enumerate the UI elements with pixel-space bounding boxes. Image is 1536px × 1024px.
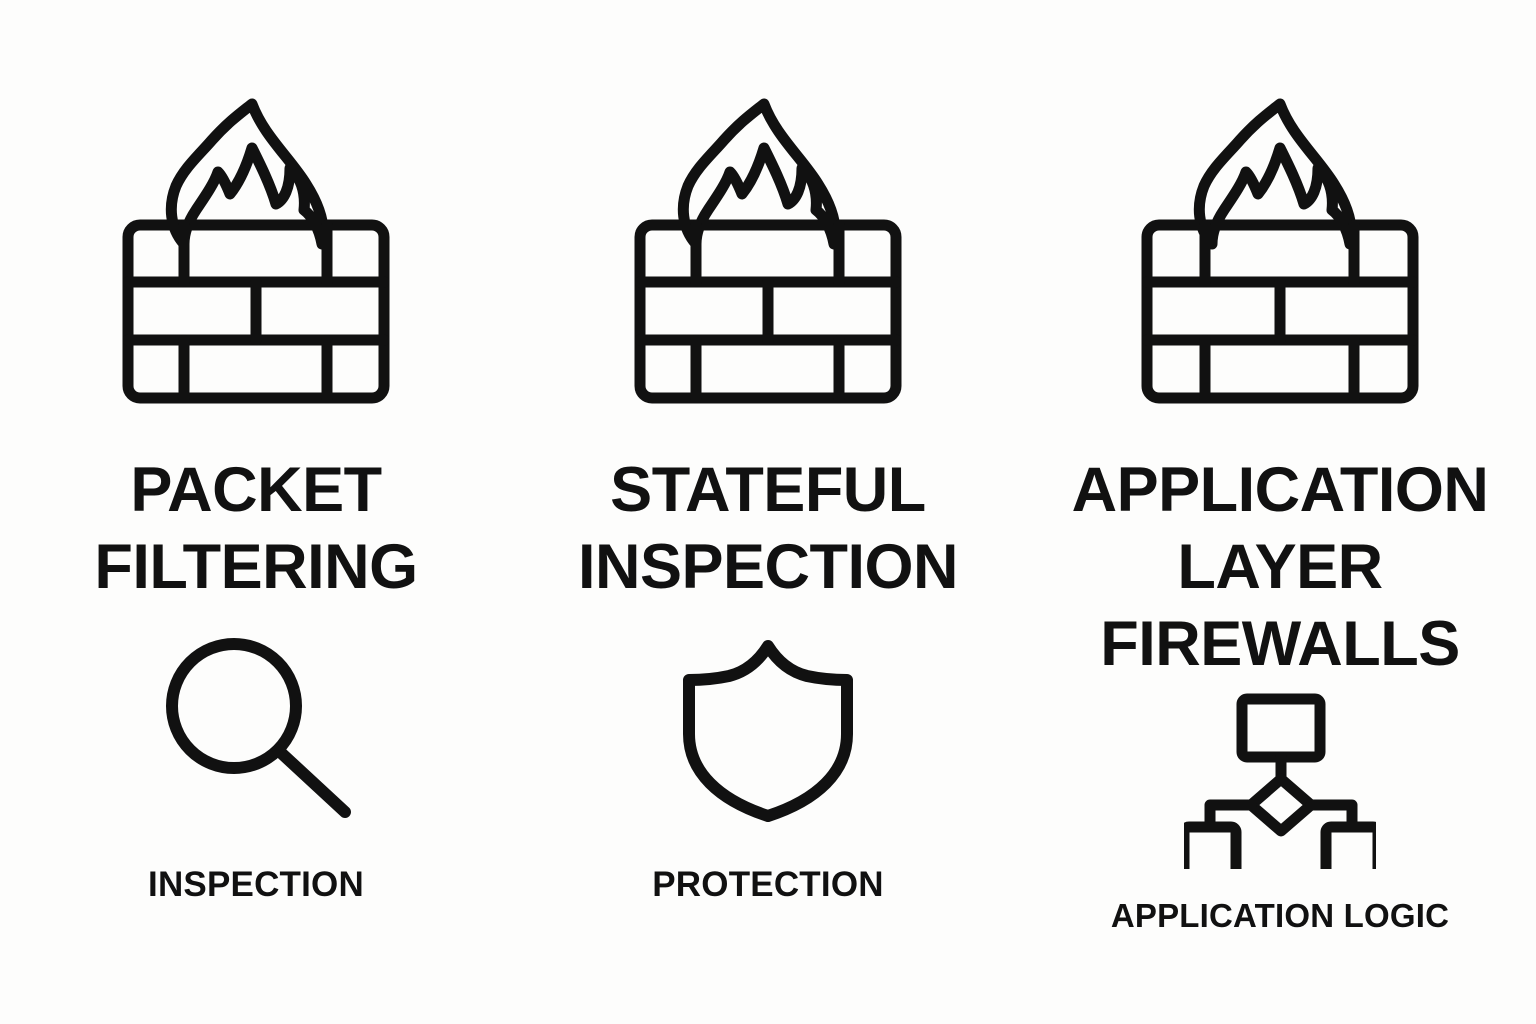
column-title-stateful-inspection: STATEFUL INSPECTION — [577, 455, 959, 602]
caption-application-logic: APPLICATION LOGIC — [1110, 897, 1450, 934]
shield-icon — [683, 640, 853, 822]
column-packet-filtering: PACKET FILTERING INSPECTION — [0, 0, 512, 1024]
column-title-application-layer-firewalls: APPLICATION LAYER FIREWALLS — [1071, 455, 1489, 679]
column-title-packet-filtering: PACKET FILTERING — [94, 455, 418, 602]
flowchart-hierarchy-icon — [1184, 693, 1376, 869]
caption-protection: PROTECTION — [652, 865, 884, 904]
sub-icon-container — [156, 632, 356, 822]
firewall-brick-wall-flame-icon — [122, 98, 390, 404]
column-stateful-inspection: STATEFUL INSPECTION PROTECTION — [512, 0, 1024, 1024]
caption-inspection: INSPECTION — [148, 865, 364, 904]
firewall-brick-wall-flame-icon — [634, 98, 902, 404]
column-application-layer-firewalls: APPLICATION LAYER FIREWALLS — [1024, 0, 1536, 1024]
sub-icon-container — [675, 638, 861, 822]
magnifying-glass-icon — [166, 638, 351, 818]
sub-icon-container — [1184, 691, 1376, 869]
firewall-brick-wall-flame-icon — [1141, 98, 1419, 404]
